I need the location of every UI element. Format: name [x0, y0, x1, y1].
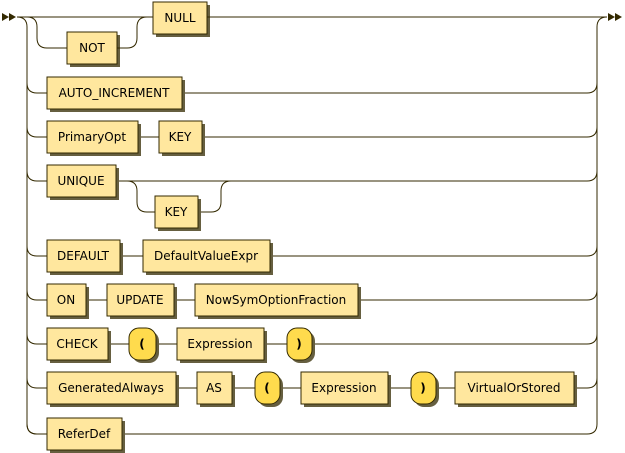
node-on-label: ON [57, 293, 75, 307]
node-rparen-2: ) [410, 371, 439, 407]
node-key-1-label: KEY [169, 130, 192, 144]
node-generatedalways-label: GeneratedAlways [58, 381, 164, 395]
node-null: NULL [152, 1, 210, 37]
node-referdef: ReferDef [46, 417, 125, 453]
node-rparen-1: ) [286, 327, 315, 363]
node-auto-increment: AUTO_INCREMENT [46, 76, 185, 112]
node-expression-2-label: Expression [311, 381, 376, 395]
node-nowsymoptionfraction-label: NowSymOptionFraction [206, 293, 347, 307]
node-check-label: CHECK [56, 337, 98, 351]
node-lparen-2: ( [254, 371, 283, 407]
node-primaryopt: PrimaryOpt [46, 120, 141, 156]
node-on: ON [46, 283, 89, 319]
node-default-label: DEFAULT [57, 249, 110, 263]
node-update-label: UPDATE [116, 293, 163, 307]
node-defaultvalueexpr-label: DefaultValueExpr [154, 249, 258, 263]
node-auto-increment-label: AUTO_INCREMENT [59, 86, 170, 100]
node-lparen-2-label: ( [264, 381, 269, 395]
node-not-label: NOT [79, 41, 105, 55]
node-nowsymoptionfraction: NowSymOptionFraction [194, 283, 361, 319]
node-expression-2: Expression [300, 371, 391, 407]
connector-lines [16, 16, 608, 435]
node-unique: UNIQUE [46, 164, 119, 200]
node-null-label: NULL [164, 11, 195, 25]
node-generatedalways: GeneratedAlways [46, 371, 179, 407]
node-lparen-1: ( [128, 327, 159, 363]
node-key-1: KEY [158, 120, 205, 156]
node-not: NOT [66, 31, 120, 67]
node-check: CHECK [46, 327, 111, 363]
start-marker [2, 13, 16, 21]
node-unique-label: UNIQUE [57, 174, 104, 188]
end-marker [608, 13, 622, 21]
node-expression-1: Expression [176, 327, 267, 363]
node-lparen-1-label: ( [139, 337, 144, 351]
node-as-label: AS [206, 381, 222, 395]
node-key-2: KEY [154, 195, 201, 231]
node-as: AS [196, 371, 235, 407]
node-virtualorstored-label: VirtualOrStored [468, 381, 561, 395]
node-rparen-1-label: ) [296, 337, 301, 351]
node-virtualorstored: VirtualOrStored [454, 371, 577, 407]
node-expression-1-label: Expression [187, 337, 252, 351]
node-rparen-2-label: ) [420, 381, 425, 395]
node-update: UPDATE [106, 283, 177, 319]
node-referdef-label: ReferDef [58, 427, 111, 441]
node-default: DEFAULT [46, 239, 123, 275]
node-key-2-label: KEY [165, 205, 188, 219]
node-defaultvalueexpr: DefaultValueExpr [142, 239, 273, 275]
node-primaryopt-label: PrimaryOpt [58, 130, 126, 144]
